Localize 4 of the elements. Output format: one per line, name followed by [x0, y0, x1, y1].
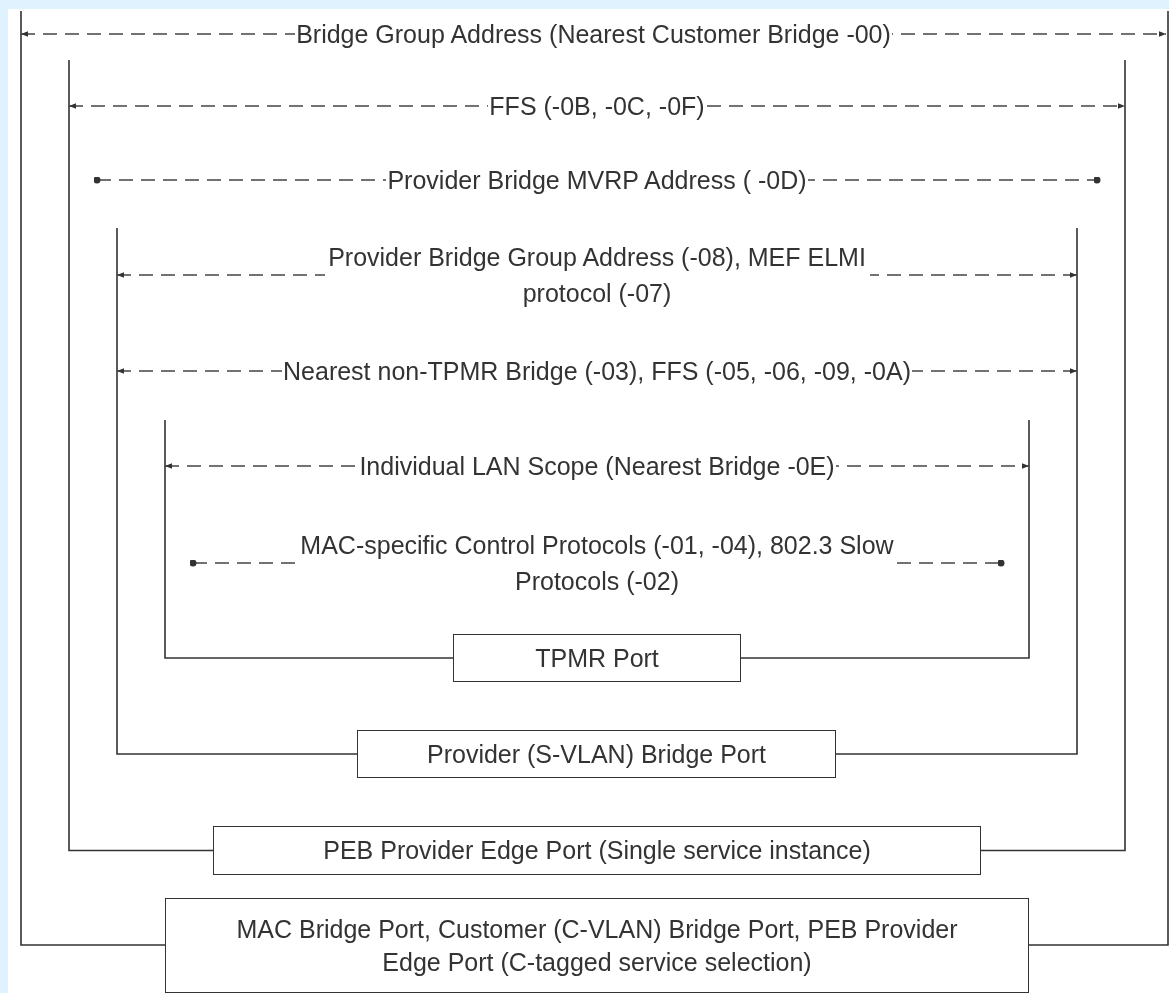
port-box: PEB Provider Edge Port (Single service instance) — [213, 826, 981, 875]
port-box: Provider (S-VLAN) Bridge Port — [357, 730, 836, 778]
port-box: MAC Bridge Port, Customer (C-VLAN) Bridge Port, PEB Provider Edge Port (C-tagged service selection) — [165, 898, 1029, 993]
port-box: TPMR Port — [453, 634, 741, 682]
